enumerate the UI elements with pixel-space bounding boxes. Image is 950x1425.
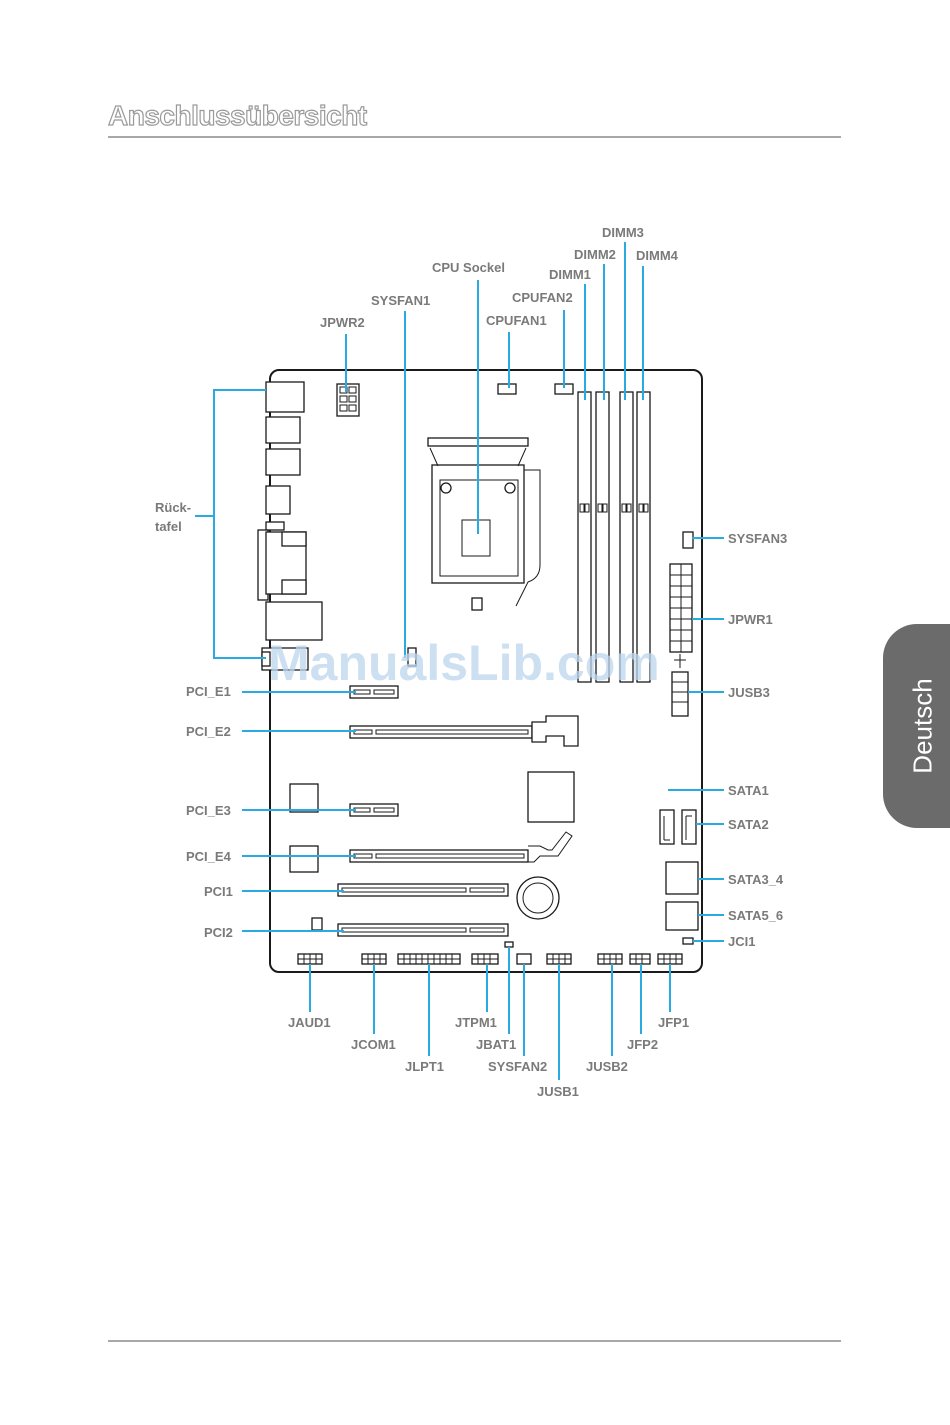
sata3-4-label: SATA3_4 (728, 872, 784, 887)
jci1-connector (683, 938, 693, 944)
cmos-battery (517, 877, 559, 919)
dimm4-label: DIMM4 (636, 248, 679, 263)
dimm2-label: DIMM2 (574, 247, 616, 262)
pci1-label: PCI1 (204, 884, 233, 899)
back-panel-label-line2: tafel (155, 519, 182, 534)
pci-e2-label: PCI_E2 (186, 724, 231, 739)
jpwr2-connector (337, 384, 359, 416)
jpwr1-label: JPWR1 (728, 612, 773, 627)
ic-chip (312, 918, 322, 930)
ic-chip (290, 846, 318, 872)
watermark: ManualsLib.com (268, 635, 660, 691)
sysfan3-label: SYSFAN3 (728, 531, 787, 546)
jusb1-label: JUSB1 (537, 1084, 579, 1099)
jpwr1-connector (670, 564, 692, 652)
pci-e3-slot (350, 804, 398, 816)
cpufan1-label: CPUFAN1 (486, 313, 547, 328)
pci2-label: PCI2 (204, 925, 233, 940)
jaud1-label: JAUD1 (288, 1015, 331, 1030)
pci2-slot (338, 924, 508, 936)
pci-e4-label: PCI_E4 (186, 849, 232, 864)
cpufan1-connector (498, 384, 516, 394)
sata2-connector (682, 810, 696, 844)
sysfan3-connector (683, 532, 693, 548)
jci1-label: JCI1 (728, 934, 755, 949)
sata2-label: SATA2 (728, 817, 769, 832)
cpu-socket-label: CPU Sockel (432, 260, 505, 275)
jusb2-label: JUSB2 (586, 1059, 628, 1074)
jbat1-label: JBAT1 (476, 1037, 516, 1052)
jusb3-label: JUSB3 (728, 685, 770, 700)
chipset (528, 772, 574, 822)
pci1-slot (338, 884, 508, 896)
sata1-label: SATA1 (728, 783, 769, 798)
dimm1-label: DIMM1 (549, 267, 591, 282)
jtpm1-label: JTPM1 (455, 1015, 497, 1030)
pci-e3-label: PCI_E3 (186, 803, 231, 818)
sata3-4-connector (666, 862, 698, 894)
pci-e1-label: PCI_E1 (186, 684, 231, 699)
dimm3-label: DIMM3 (602, 225, 644, 240)
cpufan2-label: CPUFAN2 (512, 290, 573, 305)
sysfan1-label: SYSFAN1 (371, 293, 430, 308)
sata1-connector (660, 810, 674, 844)
jlpt1-label: JLPT1 (405, 1059, 444, 1074)
sata5-6-connector (666, 902, 698, 930)
jfp1-label: JFP1 (658, 1015, 689, 1030)
back-panel-label-line1: Rück- (155, 500, 191, 515)
jcom1-label: JCOM1 (351, 1037, 396, 1052)
jbat1-header (505, 942, 513, 947)
jfp2-label: JFP2 (627, 1037, 658, 1052)
sysfan2-header (517, 954, 531, 964)
sysfan2-label: SYSFAN2 (488, 1059, 547, 1074)
ic-chip (290, 784, 318, 812)
jpwr2-label: JPWR2 (320, 315, 365, 330)
sata5-6-label: SATA5_6 (728, 908, 783, 923)
